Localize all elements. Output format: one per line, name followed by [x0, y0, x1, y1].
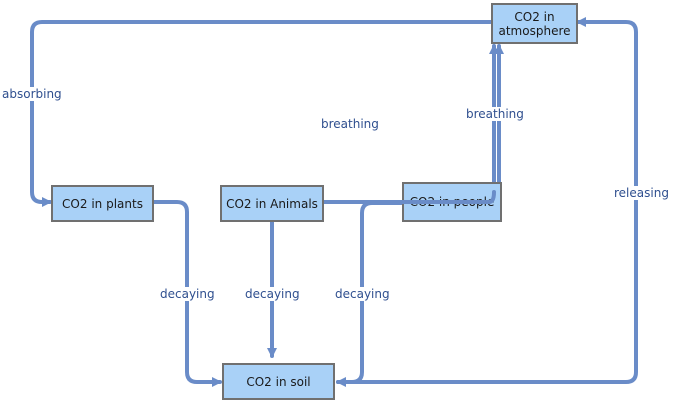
label-decaying-people: decaying: [334, 287, 391, 301]
node-co2-in-soil: CO2 in soil: [222, 363, 335, 400]
node-co2-in-plants: CO2 in plants: [51, 185, 154, 222]
node-co2-in-atmosphere: CO2 in atmosphere: [491, 3, 578, 44]
edge-releasing: [336, 17, 638, 384]
node-co2-in-animals: CO2 in Animals: [220, 185, 324, 222]
label-absorbing: absorbing: [1, 87, 63, 101]
label-breathing-people: breathing: [465, 107, 525, 121]
node-co2-in-people: CO2 in people: [402, 182, 502, 222]
label-decaying-plants: decaying: [159, 287, 216, 301]
label-breathing-animals: breathing: [320, 117, 380, 131]
label-decaying-animals: decaying: [244, 287, 301, 301]
edge-absorbing: [30, 20, 493, 207]
label-releasing: releasing: [613, 186, 670, 200]
